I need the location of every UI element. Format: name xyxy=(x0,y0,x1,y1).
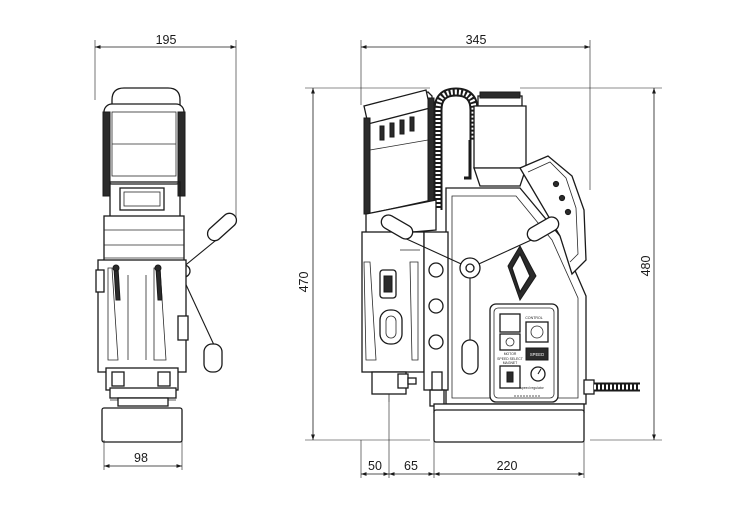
dimension-label: 65 xyxy=(404,459,418,473)
panel-label: speed regulator xyxy=(520,386,544,390)
dimension-label: 480 xyxy=(639,256,653,277)
control-selector[interactable] xyxy=(525,321,549,343)
drill-column-front xyxy=(95,259,189,373)
panel-badge xyxy=(525,347,549,361)
dimension-label: 345 xyxy=(466,33,487,47)
dimension-label: 470 xyxy=(297,272,311,293)
dimension-label: 98 xyxy=(134,451,148,465)
cable-gland xyxy=(583,379,640,395)
feed-handle-front xyxy=(177,212,238,373)
lower-assembly-front xyxy=(105,367,179,407)
dimension-front-base: 98 xyxy=(103,440,183,470)
motor-switch-off[interactable] xyxy=(499,333,521,351)
magnet-base-front xyxy=(101,407,183,443)
drill-slide-side xyxy=(361,231,449,391)
dimension-label: 195 xyxy=(156,33,177,47)
magnet-base-side xyxy=(433,403,585,443)
motor-housing xyxy=(102,87,186,219)
dimension-side-height-left: 470 xyxy=(297,87,430,441)
dimension-front-width: 195 xyxy=(94,33,237,220)
dimension-side-bottom: 50 65 220 xyxy=(360,402,585,478)
motor-label-plate xyxy=(119,187,165,211)
control-panel: CONTROL MOTOR SPEED SELECT SPEED MAGNET … xyxy=(489,303,559,403)
panel-label: MOTOR xyxy=(504,352,517,356)
dimension-side-width: 345 xyxy=(360,33,591,190)
panel-label: MAGNET xyxy=(503,361,518,365)
gearbox xyxy=(103,215,185,267)
power-cable xyxy=(433,87,479,210)
dimension-label: 50 xyxy=(368,459,382,473)
chuck-side xyxy=(371,371,445,407)
dimension-label: 220 xyxy=(497,459,518,473)
panel-label: SPEED SELECT xyxy=(497,357,523,361)
vent-slots xyxy=(379,116,415,141)
front-view: 195 xyxy=(94,33,238,470)
side-view: 345 470 480 xyxy=(297,33,662,478)
feed-handle-side xyxy=(380,214,560,375)
panel-badge-text: SPEED xyxy=(530,352,544,357)
motor-head-side xyxy=(363,89,437,237)
motor-switch[interactable] xyxy=(499,313,521,333)
panel-label: CONTROL xyxy=(525,316,543,320)
gearbox-top-side xyxy=(473,91,527,187)
dimension-side-height-right: 480 xyxy=(520,87,662,441)
